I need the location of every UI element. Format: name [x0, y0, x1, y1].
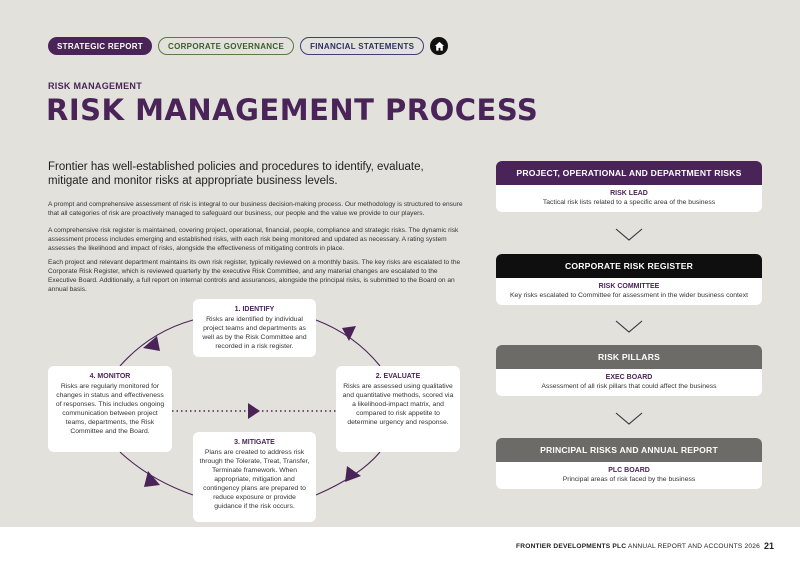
body-paragraph: A comprehensive risk register is maintai… — [48, 227, 459, 252]
arrow-head-icon — [144, 471, 160, 487]
body-paragraph: A prompt and comprehensive assessment of… — [48, 201, 463, 217]
arrow-head-icon — [342, 326, 356, 341]
flow-principal-risks: PRINCIPAL RISKS AND ANNUAL REPORT PLC BO… — [496, 438, 762, 489]
step-monitor: 4. MONITOR Risks are regularly monitored… — [48, 366, 172, 452]
flow-owner: RISK LEAD — [610, 190, 648, 197]
page-title: RISK MANAGEMENT PROCESS — [46, 93, 539, 127]
nav-strategic-report[interactable]: STRATEGIC REPORT — [48, 37, 152, 55]
step-title: 3. MITIGATE — [234, 439, 275, 446]
footer-report: ANNUAL REPORT AND ACCOUNTS 2026 — [627, 543, 760, 550]
flow-heading: RISK PILLARS — [496, 345, 762, 369]
top-nav: STRATEGIC REPORT CORPORATE GOVERNANCE FI… — [48, 37, 449, 55]
arrow-head-icon — [248, 403, 260, 419]
flow-owner: PLC BOARD — [608, 467, 650, 474]
flow-project-risks: PROJECT, OPERATIONAL AND DEPARTMENT RISK… — [496, 161, 762, 212]
step-text: Risks are identified by individual proje… — [202, 316, 307, 350]
step-mitigate: 3. MITIGATE Plans are created to address… — [193, 432, 316, 522]
chevron-down-icon — [615, 412, 643, 425]
intro-text: Frontier has well-established policies a… — [48, 161, 424, 187]
footer-report-title: FRONTIER DEVELOPMENTS PLC ANNUAL REPORT … — [516, 543, 760, 550]
flow-description: Principal areas of risk faced by the bus… — [562, 476, 696, 483]
step-text: Risks are regularly monitored for change… — [55, 383, 165, 435]
flow-description: Assessment of all risk pillars that coul… — [541, 383, 717, 390]
flow-owner: EXEC BOARD — [605, 374, 653, 381]
flow-heading: CORPORATE RISK REGISTER — [496, 254, 762, 278]
step-text: Plans are created to address risk throug… — [199, 449, 310, 510]
nav-financial-statements[interactable]: FINANCIAL STATEMENTS — [300, 37, 425, 55]
step-title: 1. IDENTIFY — [234, 306, 275, 313]
arrow-head-icon — [143, 336, 160, 351]
flow-description: Tactical risk lists related to a specifi… — [542, 199, 716, 206]
flow-owner: RISK COMMITTEE — [598, 283, 660, 290]
nav-corporate-governance[interactable]: CORPORATE GOVERNANCE — [158, 37, 295, 55]
arrow-head-icon — [345, 466, 361, 482]
step-evaluate: 2. EVALUATE Risks are assessed using qua… — [336, 366, 460, 452]
page-number: 21 — [763, 541, 774, 551]
flow-description: Key risks escalated to Committee for ass… — [510, 292, 748, 299]
chevron-down-icon — [615, 228, 643, 241]
body-paragraph: Each project and relevant department mai… — [48, 259, 461, 293]
flow-heading: PRINCIPAL RISKS AND ANNUAL REPORT — [496, 438, 762, 462]
flow-risk-pillars: RISK PILLARS EXEC BOARD Assessment of al… — [496, 345, 762, 396]
flow-heading: PROJECT, OPERATIONAL AND DEPARTMENT RISK… — [496, 161, 762, 185]
step-title: 2. EVALUATE — [375, 373, 421, 380]
step-identify: 1. IDENTIFY Risks are identified by indi… — [193, 299, 316, 357]
flow-corporate-risk-register: CORPORATE RISK REGISTER RISK COMMITTEE K… — [496, 254, 762, 305]
step-text: Risks are assessed using qualitative and… — [342, 383, 454, 426]
step-title: 4. MONITOR — [89, 373, 131, 380]
section-label: RISK MANAGEMENT — [48, 81, 142, 91]
footer: FRONTIER DEVELOPMENTS PLC ANNUAL REPORT … — [0, 527, 800, 565]
home-button[interactable] — [430, 37, 449, 55]
chevron-down-icon — [615, 320, 643, 333]
footer-company: FRONTIER DEVELOPMENTS PLC — [516, 543, 627, 550]
home-icon — [434, 41, 444, 51]
